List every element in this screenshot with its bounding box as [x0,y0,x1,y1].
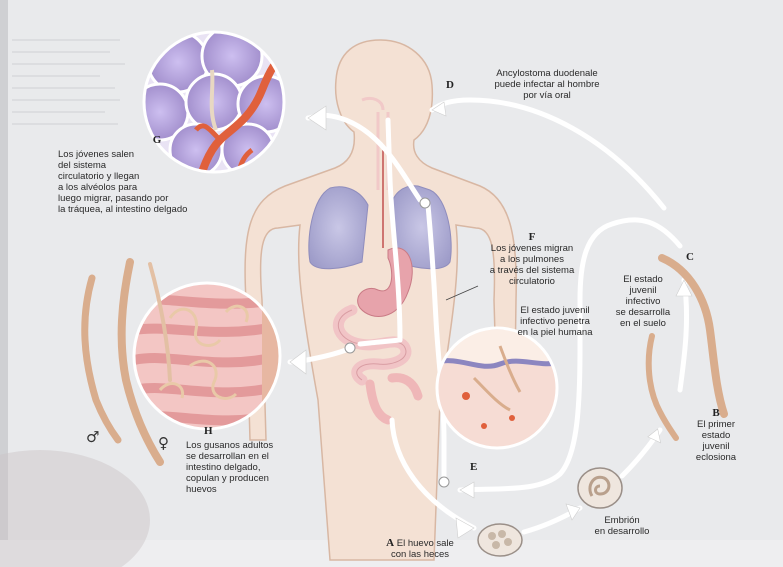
label-h: H Los gusanos adultos se desarrollan en … [186,428,296,495]
label-e-text: El estado juvenil infectivo penetra en l… [500,305,610,338]
skin-penetration-inset [436,328,560,448]
label-g-letter: G [153,134,162,146]
label-e: E [470,462,490,473]
label-d-letter: D [446,80,454,91]
label-f: F Los jóvenes migran a los pulmones a tr… [472,232,592,287]
label-h-description: Los gusanos adultos se desarrollan en el… [186,428,296,495]
developing-embryo [578,468,622,508]
female-symbol: ♀ [158,434,169,452]
label-g-text: Los jóvenes salen del sistema circulator… [58,149,248,215]
male-symbol: ♂ [86,428,99,446]
label-b: B El primer estado juvenil eclosiona [676,408,756,463]
label-b-letter: B [712,407,719,419]
label-f-description: Los jóvenes migran a los pulmones a trav… [490,243,574,287]
label-c-description: El estado juvenil infectivo se desarroll… [616,274,670,329]
label-g: G [107,135,207,146]
label-a: A El huevo sale con las heces [370,538,470,560]
label-e-description: El estado juvenil infectivo penetra en l… [518,305,593,338]
label-g-description: Los jóvenes salen del sistema circulator… [58,149,187,215]
label-b-description: El primer estado juvenil eclosiona [696,419,736,463]
label-c-letter: C [686,252,694,263]
label-d-description: Ancylostoma duodenale puede infectar al … [494,68,599,101]
label-a-description: El huevo sale con las heces [391,538,454,560]
label-embryo-description: Embrión en desarrollo [595,515,650,537]
label-c: C El estado juvenil infectivo se desarro… [604,274,682,329]
label-e-letter: E [470,461,477,473]
label-f-letter: F [529,231,536,243]
label-embryo: Embrión en desarrollo [582,515,662,537]
egg-in-feces [478,524,522,556]
label-h-letter: H [204,426,213,437]
label-d: D Ancylostoma duodenale puede infectar a… [452,68,642,101]
label-a-letter: A [386,537,394,549]
